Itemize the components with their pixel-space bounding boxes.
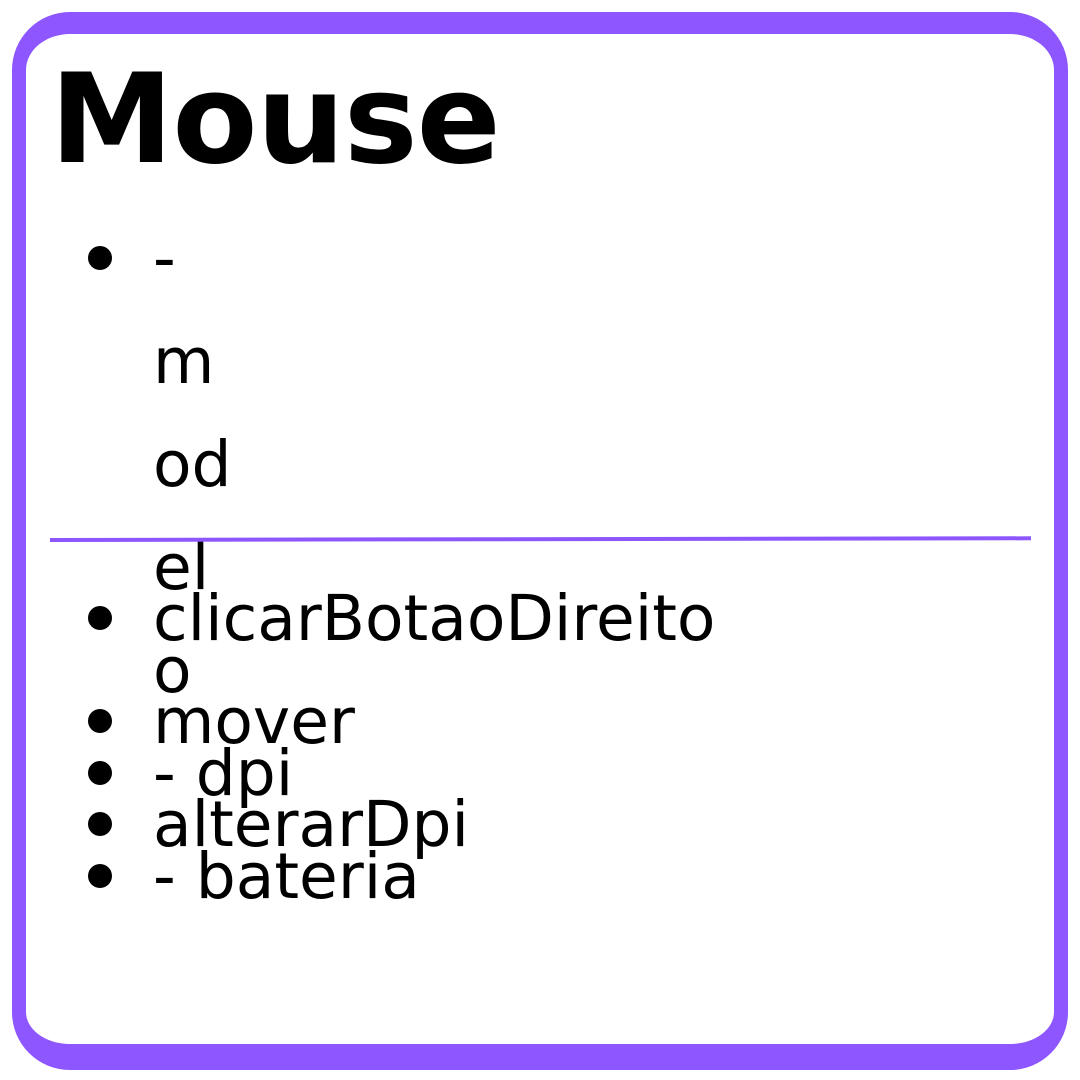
attribute-item: - bateria	[0, 825, 773, 928]
attribute-item: - modelo	[0, 207, 243, 722]
method-item: mover	[0, 670, 773, 773]
attribute-item: - dpi	[0, 722, 773, 825]
class-name: Mouse	[50, 48, 501, 192]
method-list: clicarBotaoDireito mover alterarDpi	[0, 567, 773, 876]
attribute-list: - modelo - dpi - bateria	[0, 207, 773, 928]
method-item: clicarBotaoDireito	[0, 567, 773, 670]
method-item: alterarDpi	[0, 773, 773, 876]
